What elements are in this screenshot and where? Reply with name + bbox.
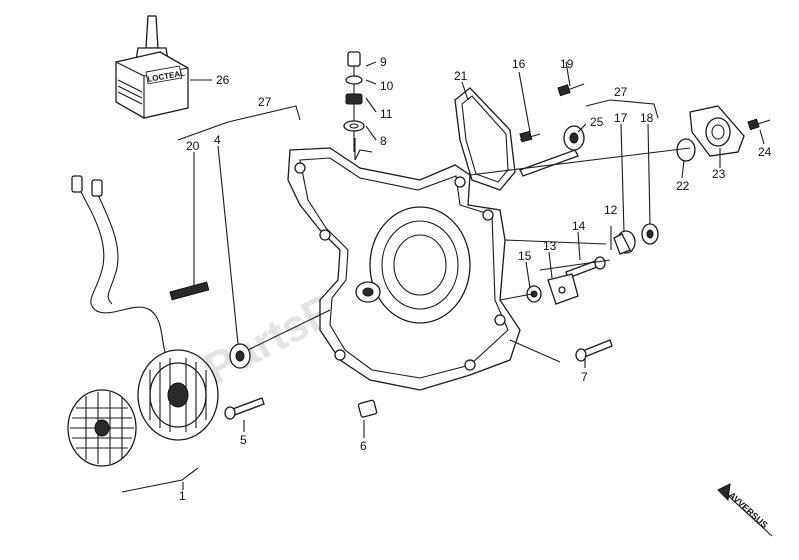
callout-4: 4	[214, 133, 221, 147]
rotor-flywheel[interactable]	[137, 349, 219, 441]
callout-5: 5	[240, 433, 247, 447]
callout-22: 22	[676, 179, 690, 193]
bushing-12[interactable]	[613, 230, 636, 255]
callout-23: 23	[712, 167, 726, 181]
callout-12: 12	[604, 203, 618, 217]
bolt-24[interactable]	[747, 118, 771, 131]
dowel-6[interactable]	[357, 399, 378, 418]
callout-16: 16	[512, 57, 526, 71]
seal-18[interactable]	[641, 223, 659, 245]
crankcase-cover[interactable]	[287, 147, 521, 391]
callout-7: 7	[581, 370, 588, 384]
callout-1: 1	[179, 489, 186, 503]
stator-coil[interactable]	[67, 389, 137, 467]
callout-27-left: 27	[258, 95, 272, 109]
callout-19: 19	[560, 57, 574, 71]
callout-9: 9	[380, 55, 387, 69]
callout-17: 17	[614, 111, 628, 125]
bracket-13[interactable]	[547, 273, 579, 305]
bolt-7[interactable]	[575, 339, 613, 362]
woodruff-key[interactable]	[169, 281, 210, 301]
callout-26: 26	[216, 73, 230, 87]
callout-21: 21	[454, 69, 468, 83]
pump-cover-23[interactable]	[689, 105, 745, 157]
bolt-5[interactable]	[224, 397, 265, 420]
seal-25[interactable]	[563, 125, 585, 151]
direction-label: AVVERSUS	[727, 490, 770, 530]
callout-20: 20	[186, 139, 200, 153]
bolt-19[interactable]	[557, 83, 585, 97]
stator-wiring[interactable]	[71, 175, 169, 361]
water-pump-shaft[interactable]	[519, 149, 579, 177]
spacer-15[interactable]	[526, 285, 542, 303]
callout-10: 10	[380, 79, 394, 93]
callout-24: 24	[758, 145, 772, 159]
callout-14: 14	[572, 219, 586, 233]
direction-indicator: AVVERSUS	[717, 483, 773, 537]
callout-6: 6	[360, 439, 367, 453]
o-ring-22[interactable]	[676, 138, 696, 162]
seal-4[interactable]	[229, 343, 251, 369]
callout-18: 18	[640, 111, 654, 125]
callout-13: 13	[543, 239, 557, 253]
callout-27-right: 27	[614, 85, 628, 99]
sealant-bottle[interactable]: LOCTEAL	[115, 15, 189, 119]
bolt-16[interactable]	[519, 130, 541, 143]
callout-8: 8	[380, 134, 387, 148]
callout-15: 15	[518, 249, 532, 263]
filler-plug-stack[interactable]	[343, 51, 365, 152]
callout-11: 11	[380, 107, 393, 121]
inspection-cover[interactable]	[454, 87, 516, 191]
callout-25: 25	[590, 115, 604, 129]
